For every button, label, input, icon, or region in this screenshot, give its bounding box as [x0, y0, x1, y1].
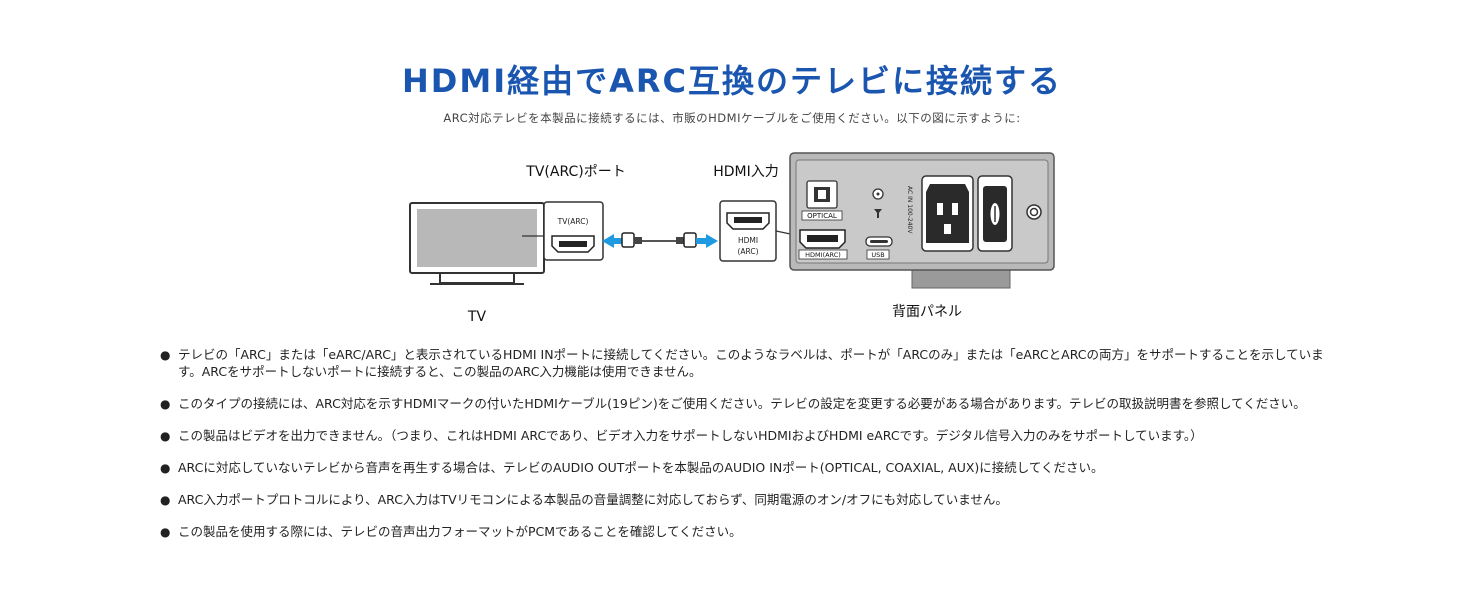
- hdmi-input-label: HDMI入力: [713, 164, 779, 180]
- bullet-icon: ●: [160, 397, 171, 411]
- panel-hdmi-label: HDMI(ARC): [805, 251, 841, 259]
- tv-port-label: TV(ARC)ポート: [525, 164, 625, 180]
- notes-list: ● テレビの「ARC」または「eARC/ARC」と表示されているHDMI INポー…: [160, 346, 1340, 555]
- bullet-icon: ●: [160, 461, 171, 475]
- panel-optical-label: OPTICAL: [807, 212, 837, 220]
- page-subtitle: ARC対応テレビを本製品に接続するには、市販のHDMIケーブルをご使用ください。…: [443, 111, 1021, 125]
- tv-label: TV: [467, 309, 487, 325]
- tv-arc-port-text: TV(ARC): [557, 217, 589, 226]
- list-item: ● テレビの「ARC」または「eARC/ARC」と表示されているHDMI INポー…: [160, 346, 1340, 380]
- back-panel-label: 背面パネル: [892, 304, 962, 320]
- back-panel: OPTICAL HDMI(ARC) USB AC IN 100-240V: [789, 152, 1055, 289]
- bullet-icon: ●: [160, 525, 171, 539]
- panel-usb-label: USB: [871, 251, 884, 259]
- bullet-icon: ●: [160, 429, 171, 443]
- hdmi-box-line2: (ARC): [737, 247, 758, 256]
- bullet-icon: ●: [160, 493, 171, 507]
- list-item: ● この製品を使用する際には、テレビの音声出力フォーマットがPCMであることを確認…: [160, 523, 1340, 540]
- list-item-text: この製品を使用する際には、テレビの音声出力フォーマットがPCMであることを確認し…: [178, 524, 742, 539]
- list-item: ● ARC入力ポートプロトコルにより、ARC入力はTVリモコンによる本製品の音量調…: [160, 491, 1340, 508]
- hdmi-box-line1: HDMI: [738, 236, 758, 245]
- list-item-text: この製品はビデオを出力できません。（つまり、これはHDMI ARCであり、ビデオ…: [178, 428, 1203, 443]
- list-item: ● この製品はビデオを出力できません。（つまり、これはHDMI ARCであり、ビデ…: [160, 427, 1340, 444]
- bullet-icon: ●: [160, 348, 171, 362]
- connection-diagram: TV(ARC)ポート HDMI入力 TV 背面パネル TV(ARC) HDMI …: [409, 152, 1055, 325]
- list-item: ● ARCに対応していないテレビから音声を再生する場合は、テレビのAUDIO OU…: [160, 459, 1340, 476]
- hdmi-cable: [602, 232, 718, 248]
- tv-icon: [409, 202, 545, 285]
- list-item-text: このタイプの接続には、ARC対応を示すHDMIマークの付いたHDMIケーブル(1…: [178, 396, 1306, 411]
- tv-arc-port-box: TV(ARC): [543, 201, 604, 261]
- panel-ac-label: AC IN 100-240V: [906, 186, 913, 234]
- list-item-text: テレビの「ARC」または「eARC/ARC」と表示されているHDMI INポート…: [178, 347, 1324, 379]
- page-title: HDMI経由でARC互換のテレビに接続する: [402, 62, 1062, 100]
- list-item: ● このタイプの接続には、ARC対応を示すHDMIマークの付いたHDMIケーブル(…: [160, 395, 1340, 412]
- hdmi-arc-port-box: HDMI (ARC): [719, 200, 777, 262]
- list-item-text: ARC入力ポートプロトコルにより、ARC入力はTVリモコンによる本製品の音量調整…: [178, 492, 1008, 507]
- list-item-text: ARCに対応していないテレビから音声を再生する場合は、テレビのAUDIO OUT…: [178, 460, 1104, 475]
